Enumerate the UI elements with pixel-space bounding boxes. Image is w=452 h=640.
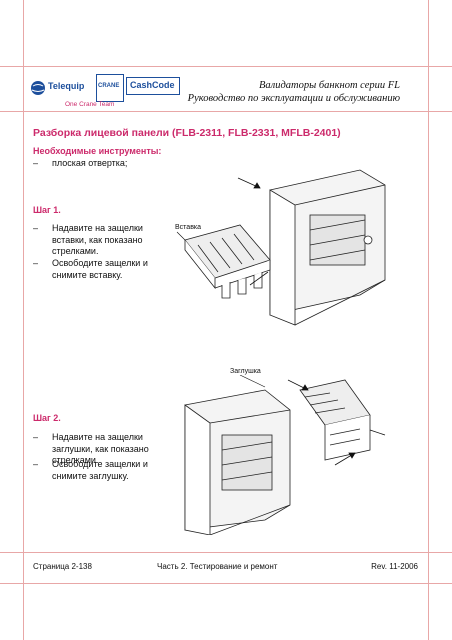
dash-icon: – (33, 432, 39, 442)
step2-bullet-2: – Освободите защелки и снимите заглушку. (33, 459, 158, 495)
document-title: Валидаторы банкнот серии FL Руководство … (180, 79, 400, 105)
dash-icon: – (33, 158, 39, 168)
footer-rule (0, 552, 452, 553)
section-title: Разборка лицевой панели (FLB-2311, FLB-2… (33, 127, 341, 139)
left-rule (23, 0, 24, 640)
telequip-globe-icon (31, 81, 45, 95)
step2-callout: Заглушка (230, 368, 261, 375)
step1-illustration (176, 169, 386, 326)
tools-label: Необходимые инструменты: (33, 146, 162, 156)
footer-page: Страница 2-138 (33, 562, 92, 571)
step1-bullet-2-text: Освободите защелки и снимите вставку. (52, 258, 148, 280)
top-rule (0, 66, 452, 67)
document-title-line1: Валидаторы банкнот серии FL (258, 80, 400, 91)
crane-logo: CRANE (96, 74, 124, 102)
step1-bullet-2: – Освободите защелки и снимите вставку. (33, 258, 158, 294)
header-rule (0, 111, 452, 112)
right-rule (428, 0, 429, 640)
crane-logo-text: CRANE (98, 83, 120, 89)
cashcode-logo: CashCode (126, 77, 180, 95)
tools-item: – плоская отвертка; (33, 158, 183, 170)
document-title-line2: Руководство по эксплуатации и обслуживан… (187, 93, 400, 104)
step1-label: Шаг 1. (33, 205, 61, 215)
step2-illustration (184, 375, 386, 535)
footer-part: Часть 2. Тестирование и ремонт (157, 562, 278, 571)
step2-bullet-1-text: Надавите на защелки заглушки, как показа… (52, 432, 149, 465)
team-label: One Crane Team (65, 101, 115, 108)
telequip-logo-text: Telequip (48, 81, 85, 91)
dash-icon: – (33, 258, 39, 268)
step2-bullet-1: – Надавите на защелки заглушки, как пока… (33, 432, 158, 468)
tools-item-text: плоская отвертка; (52, 158, 128, 168)
step1-bullet-1-text: Надавите на защелки вставки, как показан… (52, 223, 143, 256)
dash-icon: – (33, 459, 39, 469)
footer-rev: Rev. 11-2006 (371, 562, 418, 571)
step2-bullet-2-text: Освободите защелки и снимите заглушку. (52, 459, 148, 481)
step2-label: Шаг 2. (33, 413, 61, 423)
cashcode-logo-text: CashCode (130, 80, 175, 90)
step1-callout: Вставка (175, 224, 202, 231)
bottom-rule (0, 583, 452, 584)
dash-icon: – (33, 223, 39, 233)
step1-bullet-1: – Надавите на защелки вставки, как показ… (33, 223, 158, 259)
telequip-logo: Telequip (29, 78, 91, 98)
